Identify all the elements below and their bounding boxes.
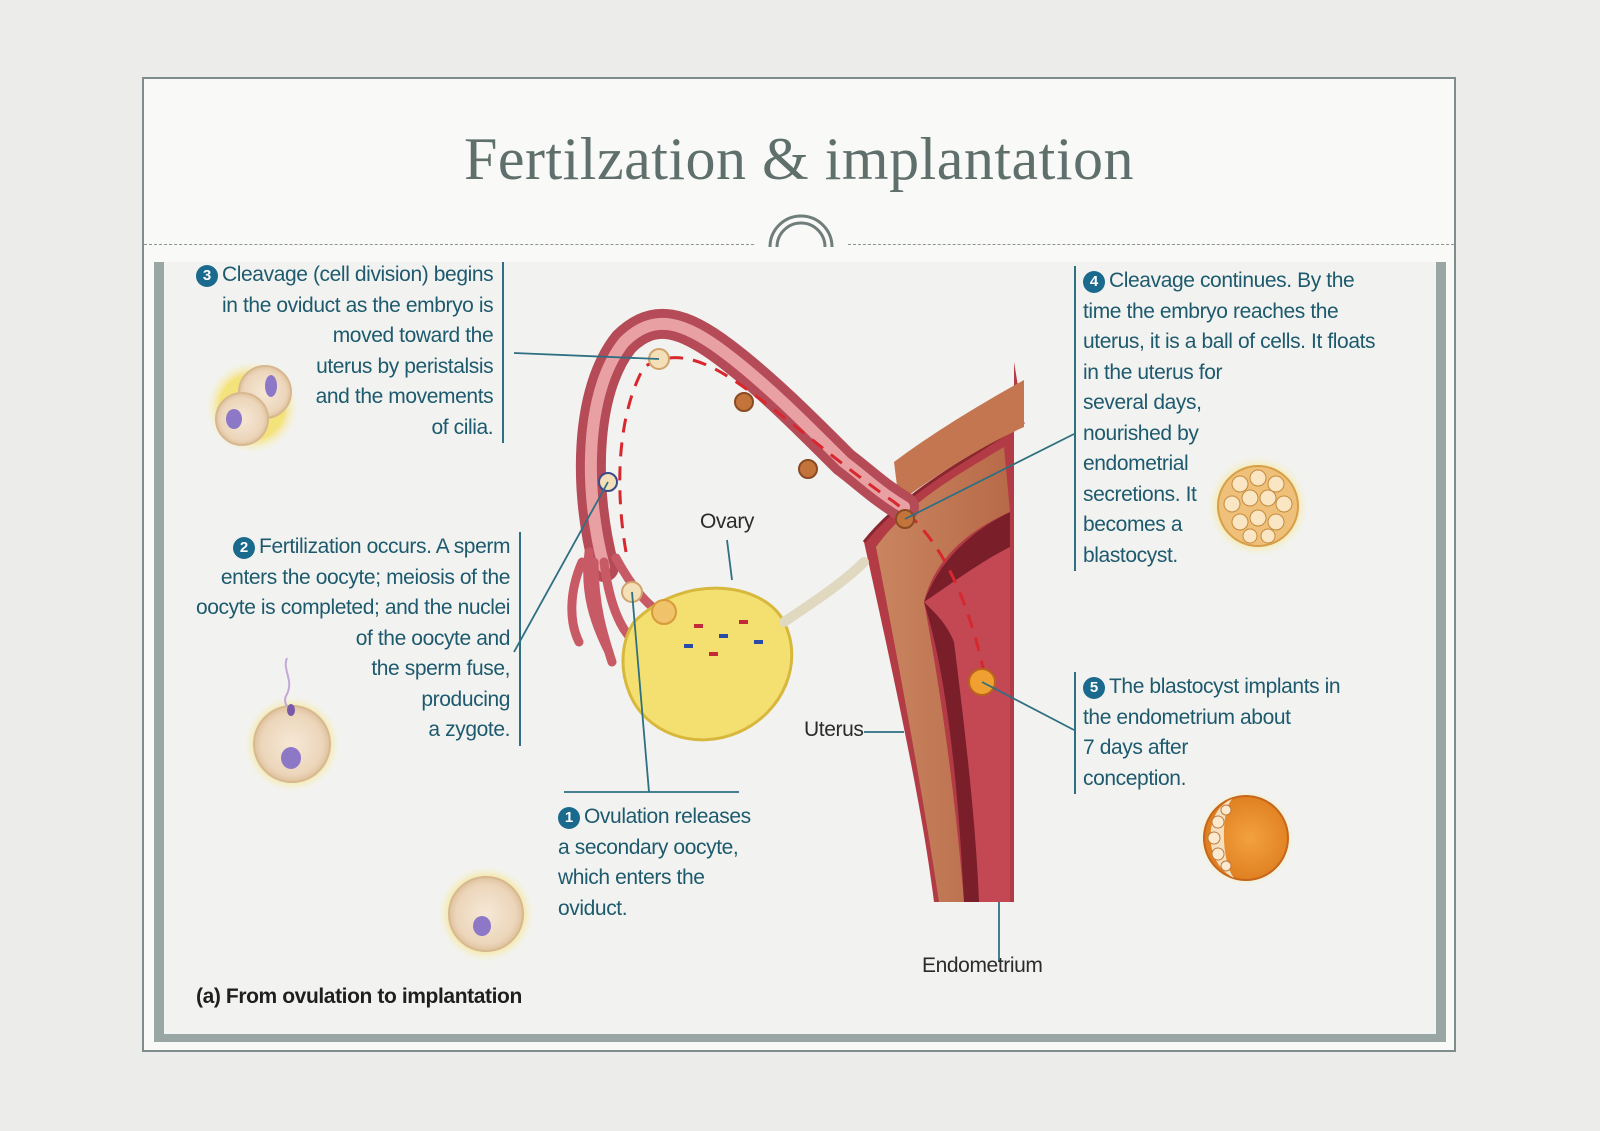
step-5-line: conception. — [1083, 764, 1340, 795]
step-4-line: time the embryo reaches the — [1083, 297, 1375, 328]
step-5-line: the endometrium about — [1083, 703, 1340, 734]
step-4-line: uterus, it is a ball of cells. It floats — [1083, 327, 1375, 358]
step-3-line: moved toward the — [196, 321, 493, 352]
step-4-line: Cleavage continues. By the — [1109, 269, 1354, 292]
step-4-line: several days, — [1083, 388, 1375, 419]
slide-title: Fertilzation & implantation — [144, 125, 1454, 194]
title-divider-left — [144, 244, 754, 245]
step-4-line: in the uterus for — [1083, 358, 1375, 389]
step-1-line: which enters the — [558, 863, 751, 894]
step-2-line: oocyte is completed; and the nuclei — [196, 593, 510, 624]
uterus-label: Uterus — [804, 718, 863, 742]
endometrium-label: Endometrium — [922, 954, 1042, 978]
step-1-line: oviduct. — [558, 894, 751, 925]
step-4-line: becomes a — [1083, 510, 1375, 541]
stage-morula-2 — [799, 460, 817, 478]
step-1-line: Ovulation releases — [584, 805, 751, 828]
step-2-line: Fertilization occurs. A sperm — [259, 535, 510, 558]
step-2-line: the sperm fuse, — [196, 654, 510, 685]
ovary-label: Ovary — [700, 510, 754, 534]
step-4-line: nourished by — [1083, 419, 1375, 450]
step-1-line: a secondary oocyte, — [558, 833, 751, 864]
step-4-line: secretions. It — [1083, 480, 1375, 511]
step-2-line: of the oocyte and — [196, 624, 510, 655]
step-2-line: enters the oocyte; meiosis of the — [196, 563, 510, 594]
stage-morula-1 — [735, 393, 753, 411]
step-3-line: Cleavage (cell division) begins — [222, 263, 493, 286]
step-3-badge: 3 — [196, 265, 218, 287]
step-2-line: a zygote. — [196, 715, 510, 746]
arch-ornament-icon — [766, 203, 836, 247]
step-3-line: of cilia. — [196, 413, 493, 444]
title-divider-right — [848, 244, 1454, 245]
figure-caption: (a) From ovulation to implantation — [196, 985, 522, 1009]
step-5-badge: 5 — [1083, 677, 1105, 699]
slide: Fertilzation & implantation — [142, 77, 1456, 1052]
step-2-line: producing — [196, 685, 510, 716]
step-4-badge: 4 — [1083, 271, 1105, 293]
step-3-line: uterus by peristalsis — [196, 352, 493, 383]
step-3-line: in the oviduct as the embryo is — [196, 291, 493, 322]
step-2-badge: 2 — [233, 537, 255, 559]
step-3-line: and the movements — [196, 382, 493, 413]
step-4-line: endometrial — [1083, 449, 1375, 480]
step-5-line: 7 days after — [1083, 733, 1340, 764]
step-4-line: blastocyst. — [1083, 541, 1375, 572]
blastocyst-illustration — [1198, 790, 1294, 886]
ovary — [623, 588, 792, 740]
step-5-line: The blastocyst implants in — [1109, 675, 1340, 698]
oocyte-illustration — [438, 866, 534, 962]
step-1-badge: 1 — [558, 807, 580, 829]
